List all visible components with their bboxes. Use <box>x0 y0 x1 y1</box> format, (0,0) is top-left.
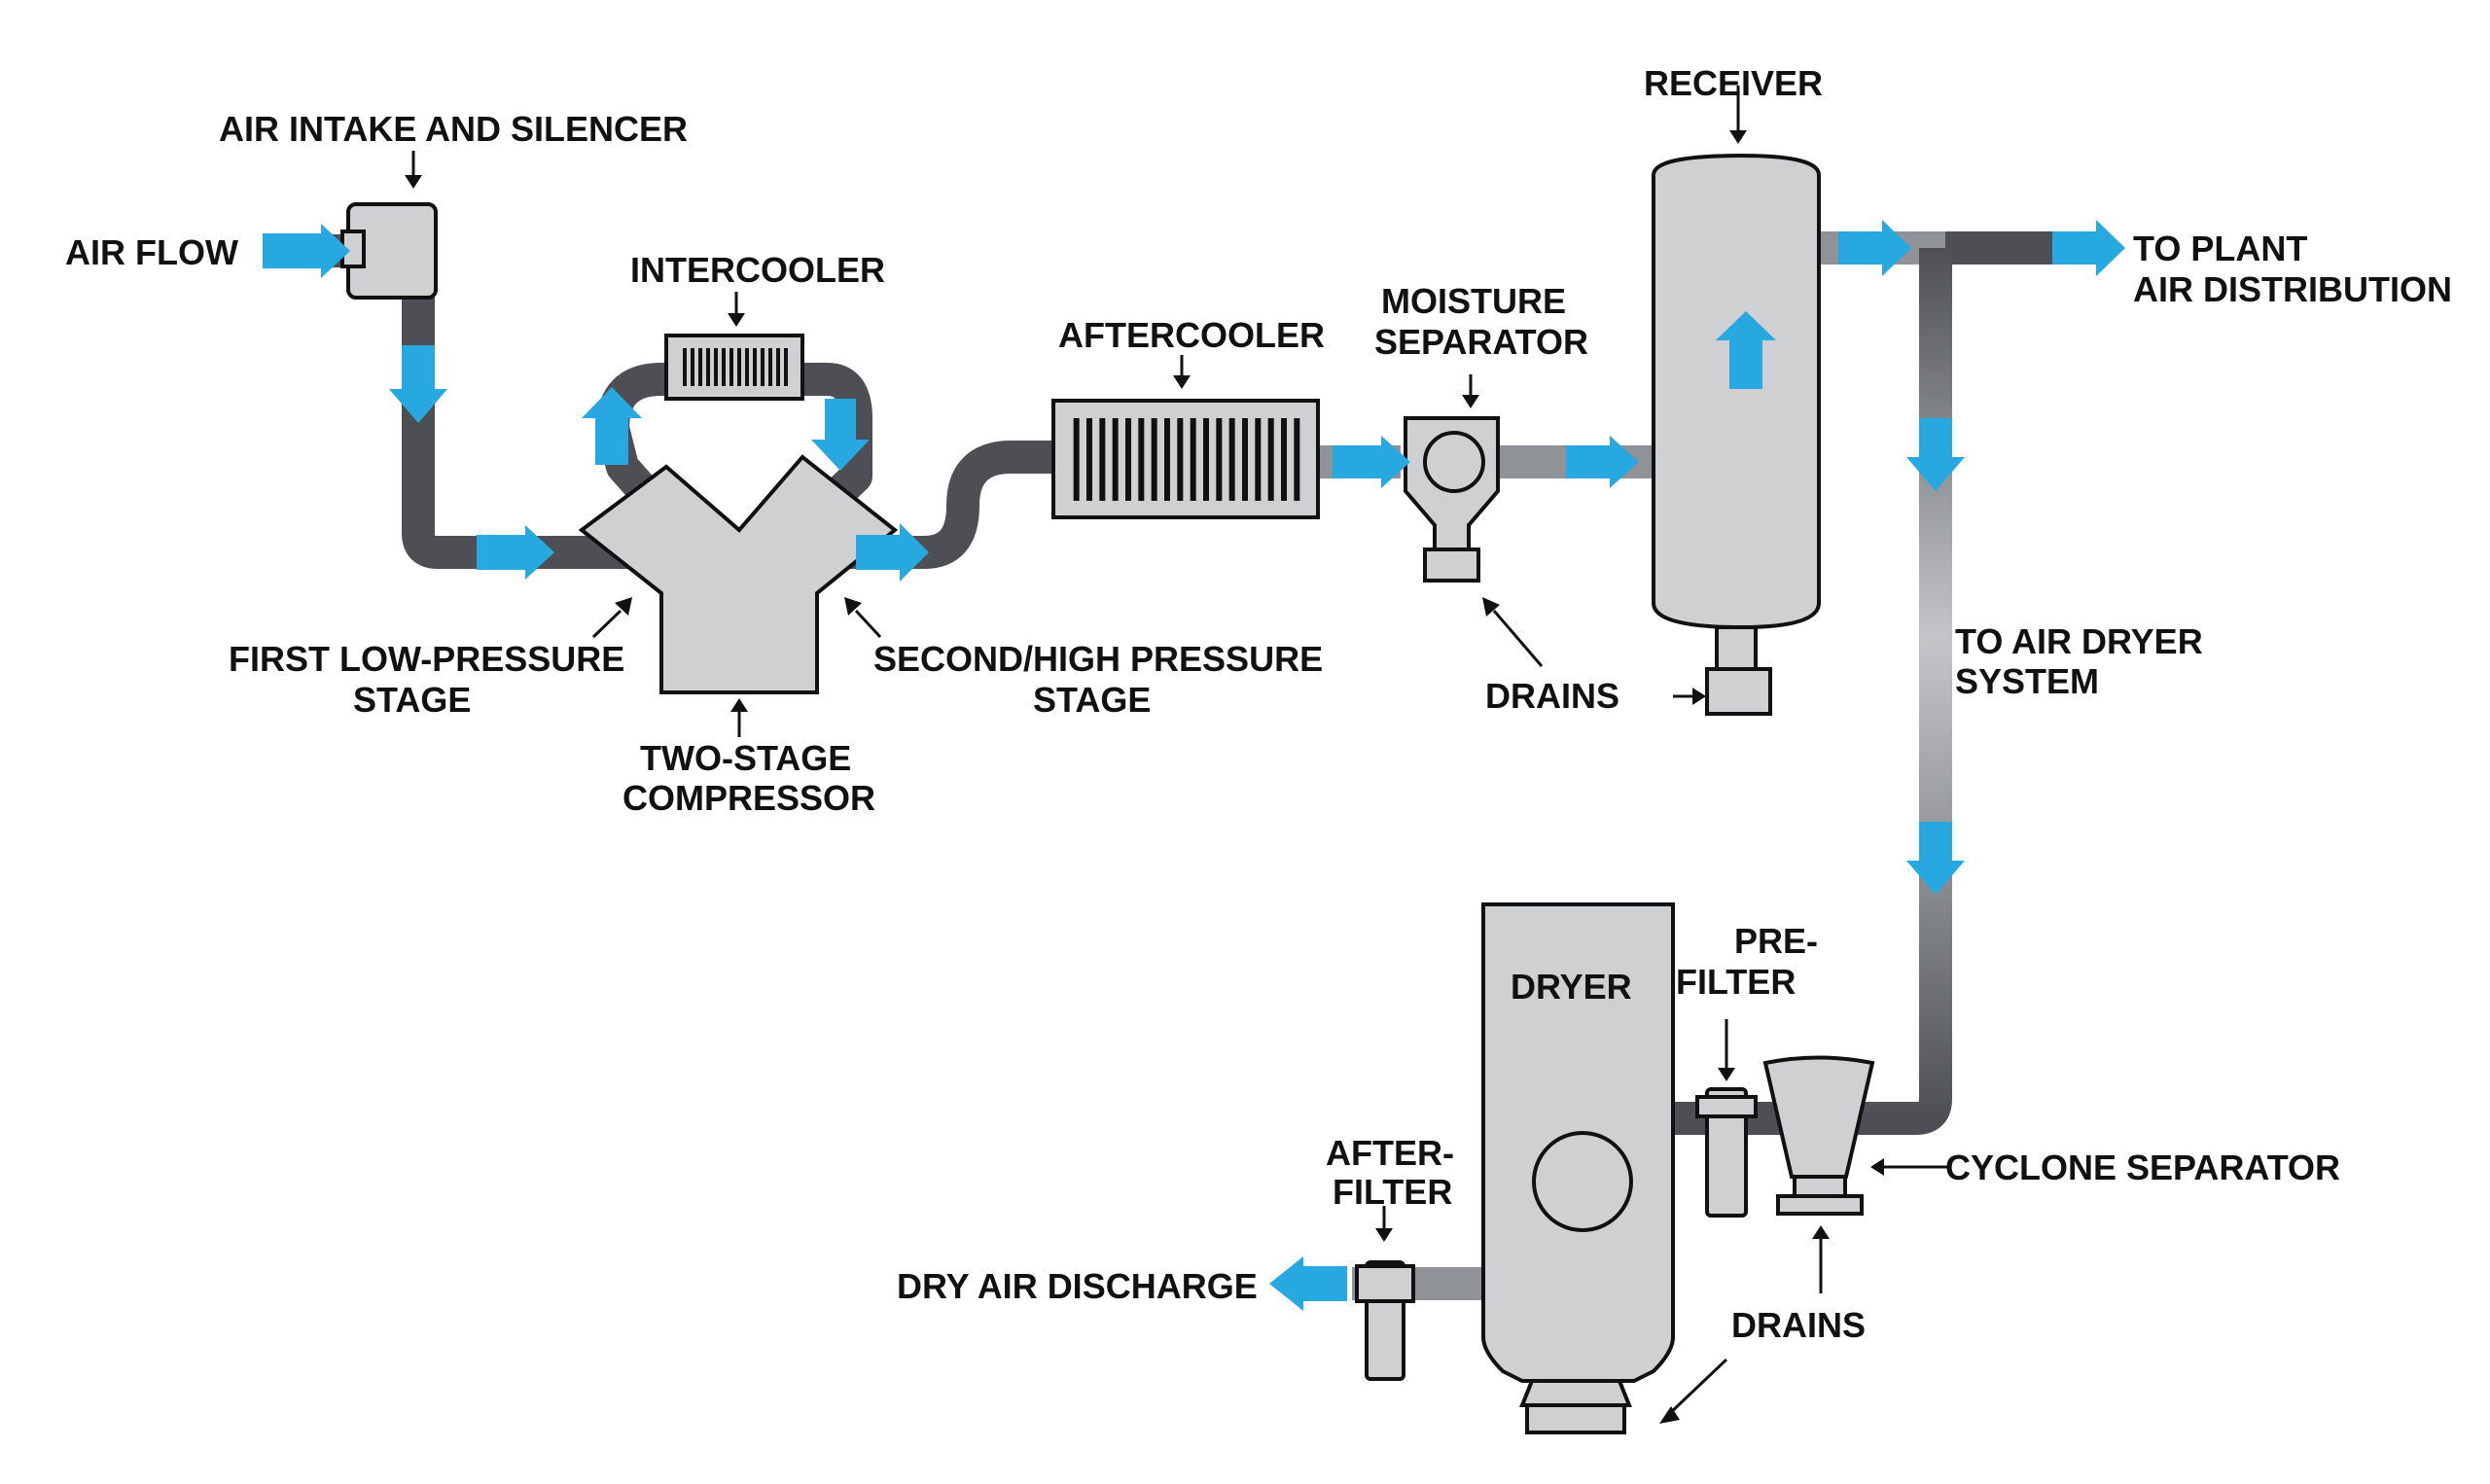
aftercooler <box>1051 399 1320 519</box>
cooler-fin <box>768 348 772 386</box>
after-filter <box>1355 1260 1415 1381</box>
label-receiver: RECEIVER <box>1644 63 1823 103</box>
cooler-fin <box>745 348 749 386</box>
flow-arrow-intercooler-up <box>582 387 642 465</box>
label-to-air-dryer-1: TO AIR DRYER <box>1955 621 2203 661</box>
pointer-arrows <box>405 86 1948 1424</box>
cooler-fin <box>691 348 694 386</box>
cooler-fin <box>714 348 718 386</box>
labels: AIR FLOW AIR INTAKE AND SILENCER INTERCO… <box>65 63 2452 1345</box>
label-second-stage-2: STAGE <box>1033 680 1151 720</box>
flow-arrow-first-stage-in <box>477 525 554 580</box>
flow-arrow-second-stage-out <box>856 523 929 582</box>
cooler-fin <box>753 348 757 386</box>
cooler-fin <box>1294 418 1300 501</box>
cooler-fin <box>1242 418 1248 501</box>
pre-filter <box>1695 1087 1758 1218</box>
flow-arrow-aftercooler-out <box>1333 436 1410 488</box>
flow-arrow-receiver-out <box>1838 220 1911 276</box>
flow-arrow-intake-down <box>389 345 447 423</box>
label-to-plant-1: TO PLANT <box>2133 229 2307 268</box>
label-first-stage-1: FIRST LOW-PRESSURE <box>229 639 624 679</box>
cooler-fin <box>1125 418 1131 501</box>
cooler-fin <box>1164 418 1170 501</box>
cooler-fin <box>1281 418 1287 501</box>
label-air-intake: AIR INTAKE AND SILENCER <box>219 109 688 149</box>
cooler-fin <box>706 348 710 386</box>
receiver <box>1652 153 1821 716</box>
label-second-stage-1: SECOND/HIGH PRESSURE <box>873 639 1323 679</box>
cooler-fin <box>1086 418 1092 501</box>
cooler-fin <box>698 348 702 386</box>
cooler-fin <box>722 348 726 386</box>
dryer <box>1481 902 1675 1434</box>
flow-arrow-dryer-down-1 <box>1906 418 1965 491</box>
label-cyclone-separator: CYCLONE SEPARATOR <box>1945 1148 2340 1187</box>
label-moisture-separator-2: SEPARATOR <box>1374 322 1588 362</box>
flow-arrow-receiver-up <box>1716 311 1776 389</box>
label-prefilter-2: FILTER <box>1676 962 1796 1002</box>
cooler-fin <box>761 348 765 386</box>
cooler-fin <box>1073 418 1080 501</box>
cooler-fin <box>784 348 788 386</box>
label-aftercooler: AFTERCOOLER <box>1058 315 1325 355</box>
cooler-fin <box>1267 418 1274 501</box>
cooler-fin <box>1228 418 1235 501</box>
flow-arrows <box>263 220 2125 1311</box>
cooler-fin <box>1177 418 1184 501</box>
flow-arrow-dryer-down-2 <box>1906 822 1965 895</box>
second-stage-pipe <box>807 441 1060 569</box>
label-dryer: DRYER <box>1511 967 1632 1007</box>
label-compressor-2: COMPRESSOR <box>622 778 875 818</box>
label-air-flow: AIR FLOW <box>65 232 238 272</box>
cooler-fin <box>1216 418 1223 501</box>
cooler-fin <box>776 348 780 386</box>
label-dry-air-discharge: DRY AIR DISCHARGE <box>897 1266 1258 1306</box>
label-intercooler: INTERCOOLER <box>630 250 885 290</box>
flow-arrow-dry-air-discharge <box>1269 1256 1347 1311</box>
cooler-fin <box>1112 418 1119 501</box>
flow-arrow-separator-out <box>1566 436 1639 488</box>
flow-arrow-to-plant <box>2052 220 2125 276</box>
dryer-branch-pipe <box>1780 248 1952 1135</box>
air-intake-silencer <box>340 202 438 300</box>
moisture-separator <box>1404 416 1500 583</box>
cyclone-separator <box>1762 1055 1875 1216</box>
label-prefilter-1: PRE- <box>1734 921 1818 961</box>
intercooler <box>664 334 804 401</box>
cooler-fin <box>1255 418 1262 501</box>
label-first-stage-2: STAGE <box>353 680 471 720</box>
cooler-fin <box>683 348 687 386</box>
flow-arrow-air-flow <box>263 224 350 278</box>
label-afterfilter-1: AFTER- <box>1326 1133 1454 1173</box>
label-afterfilter-2: FILTER <box>1333 1172 1452 1212</box>
label-moisture-separator-1: MOISTURE <box>1381 281 1566 321</box>
cooler-fin <box>1138 418 1145 501</box>
label-compressor-1: TWO-STAGE <box>640 738 851 778</box>
label-to-plant-2: AIR DISTRIBUTION <box>2133 269 2452 309</box>
cooler-fin <box>1151 418 1157 501</box>
label-to-air-dryer-2: SYSTEM <box>1955 661 2099 701</box>
label-drains-receiver: DRAINS <box>1485 676 1619 716</box>
cooler-fin <box>737 348 741 386</box>
cooler-fin <box>1190 418 1196 501</box>
cooler-fin <box>1099 418 1106 501</box>
label-drains-bottom: DRAINS <box>1731 1305 1866 1345</box>
flow-arrow-intercooler-down <box>811 399 870 471</box>
cooler-fin <box>1203 418 1209 501</box>
cooler-fin <box>729 348 733 386</box>
